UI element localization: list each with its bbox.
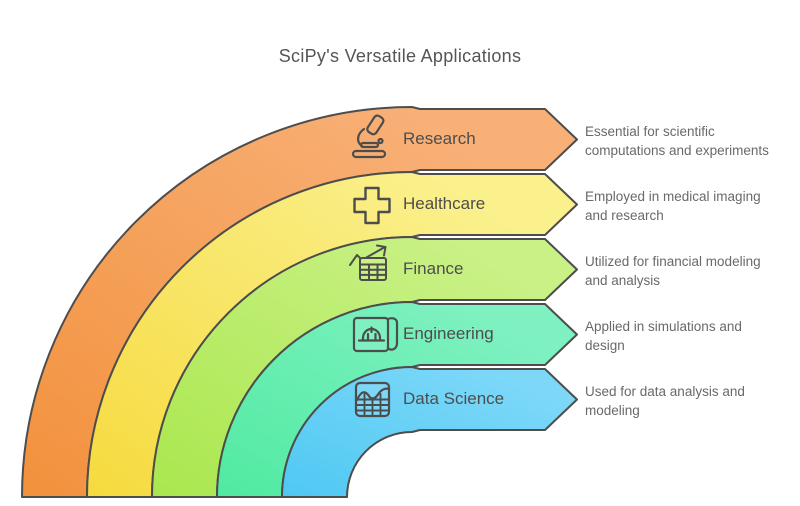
description-line: Essential for scientific [585,124,715,139]
band-description-data-science: Used for data analysis and modeling [585,382,745,420]
description-line: Applied in simulations and [585,319,742,334]
band-label-finance: Finance [403,259,464,278]
band-description-finance: Utilized for financial modeling and anal… [585,252,761,290]
band-label-research: Research [403,129,476,148]
band-description-engineering: Applied in simulations and design [585,317,742,355]
page-title: SciPy's Versatile Applications [278,46,522,66]
description-line: Utilized for financial modeling [585,254,761,269]
medical-cross-icon [353,186,391,225]
description-line: Employed in medical imaging [585,189,761,204]
description-line: modeling [585,403,640,418]
description-line: Used for data analysis and [585,384,745,399]
data-table-icon [354,381,391,418]
band-label-engineering: Engineering [403,324,494,343]
description-line: and research [585,208,664,223]
description-line: and analysis [585,273,661,288]
description-line: computations and experiments [585,143,769,158]
finance-chart-icon [349,244,387,281]
band-label-healthcare: Healthcare [403,194,486,213]
blueprint-hardhat-icon [352,316,399,353]
microscope-icon [351,114,387,159]
description-line: design [585,338,625,353]
band-description-research: Essential for scientific computations an… [585,122,769,160]
band-description-healthcare: Employed in medical imaging and research [585,187,761,225]
band-label-data-science: Data Science [403,389,505,408]
